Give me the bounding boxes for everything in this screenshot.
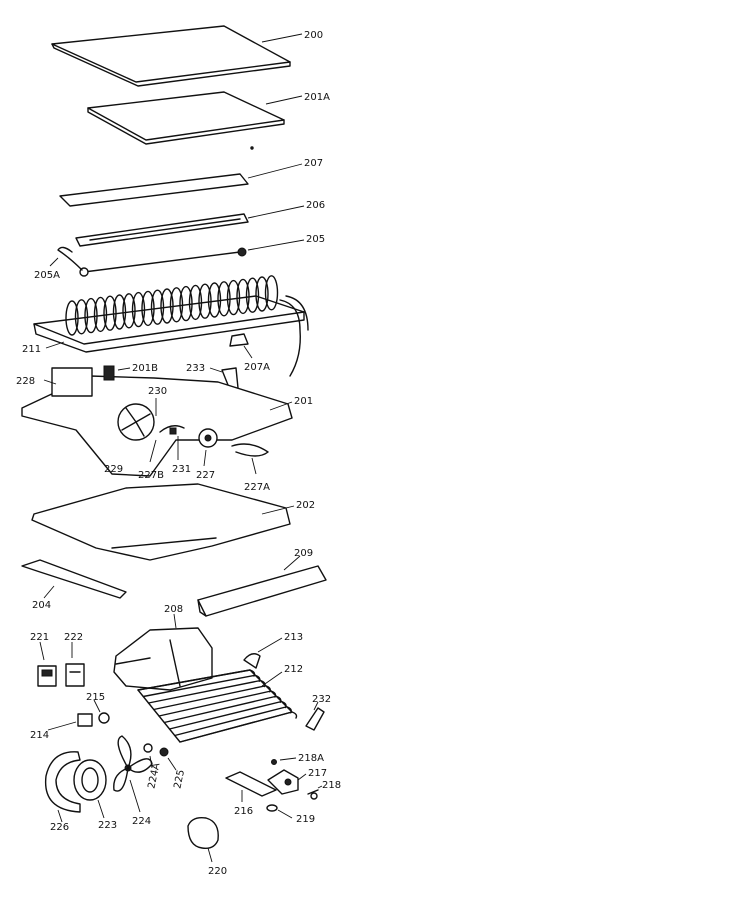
label-225: 225	[172, 769, 187, 790]
part-201-shroud-plate	[21, 365, 293, 477]
label-201A: 201A	[304, 92, 330, 103]
part-223-condenser-motor	[73, 759, 107, 819]
part-labels: 200 201A 207 206 205 205A 211 207A 233 2…	[16, 30, 341, 877]
part-207-insulation-sheet	[59, 163, 303, 207]
part-205-heater-rod	[49, 239, 305, 277]
label-202: 202	[296, 500, 315, 511]
label-204: 204	[32, 600, 51, 611]
part-216-base-plate	[225, 771, 277, 802]
part-224-fan-blade	[113, 735, 153, 813]
label-230: 230	[148, 386, 167, 397]
label-228: 228	[16, 376, 35, 387]
part-207A-bracket	[229, 333, 253, 359]
label-205A: 205A	[34, 270, 60, 281]
part-226-shroud-ring	[44, 751, 81, 823]
label-212: 212	[284, 664, 303, 675]
part-213-clip	[243, 637, 283, 669]
label-216: 216	[234, 806, 253, 817]
part-227B-231-small-parts	[149, 425, 185, 463]
part-201A-panel	[87, 91, 303, 145]
label-221: 221	[30, 632, 49, 643]
part-225-nut	[159, 747, 177, 771]
label-209: 209	[294, 548, 313, 559]
label-227A: 227A	[244, 482, 270, 493]
label-200: 200	[304, 30, 323, 41]
label-227B: 227B	[138, 470, 164, 481]
label-224: 224	[132, 816, 151, 827]
part-218-screw	[307, 785, 323, 800]
label-227: 227	[196, 470, 215, 481]
label-224A: 224A	[146, 762, 162, 790]
part-227A-bracket	[231, 443, 269, 475]
part-217-bracket	[267, 769, 307, 795]
part-208-compressor-housing	[113, 613, 213, 691]
label-206: 206	[306, 200, 325, 211]
part-222-overload	[65, 642, 85, 687]
part-215-grommet	[93, 699, 110, 724]
part-206-strip	[75, 205, 305, 247]
label-218: 218	[322, 780, 341, 791]
label-213: 213	[284, 632, 303, 643]
part-233-clip	[209, 367, 239, 391]
part-214-connector	[47, 713, 93, 731]
label-201B: 201B	[132, 363, 158, 374]
part-204-rail	[21, 559, 127, 599]
part-221-relay	[37, 641, 57, 687]
label-232: 232	[312, 694, 331, 705]
part-219-washer	[266, 804, 293, 819]
label-223: 223	[98, 820, 117, 831]
label-229: 229	[104, 464, 123, 475]
label-208: 208	[164, 604, 183, 615]
label-207A: 207A	[244, 362, 270, 373]
label-219: 219	[296, 814, 315, 825]
label-231: 231	[172, 464, 191, 475]
label-201: 201	[294, 396, 313, 407]
label-215: 215	[86, 692, 105, 703]
label-233: 233	[186, 363, 205, 374]
label-226: 226	[50, 822, 69, 833]
part-202-partition	[31, 483, 295, 561]
part-220-cap	[187, 816, 219, 863]
label-222: 222	[64, 632, 83, 643]
label-217: 217	[308, 768, 327, 779]
label-214: 214	[30, 730, 49, 741]
part-218A-screw	[271, 757, 297, 765]
part-200-cover-panel	[51, 25, 303, 87]
label-211: 211	[22, 344, 41, 355]
part-212-condenser-coil	[137, 669, 298, 743]
label-205: 205	[306, 234, 325, 245]
label-220: 220	[208, 866, 227, 877]
part-211-evaporator-coil	[33, 275, 309, 377]
label-218A: 218A	[298, 753, 324, 764]
part-227-fan-motor	[198, 428, 218, 467]
label-207: 207	[304, 158, 323, 169]
part-209-channel	[197, 555, 327, 617]
part-232-bracket	[305, 701, 325, 731]
